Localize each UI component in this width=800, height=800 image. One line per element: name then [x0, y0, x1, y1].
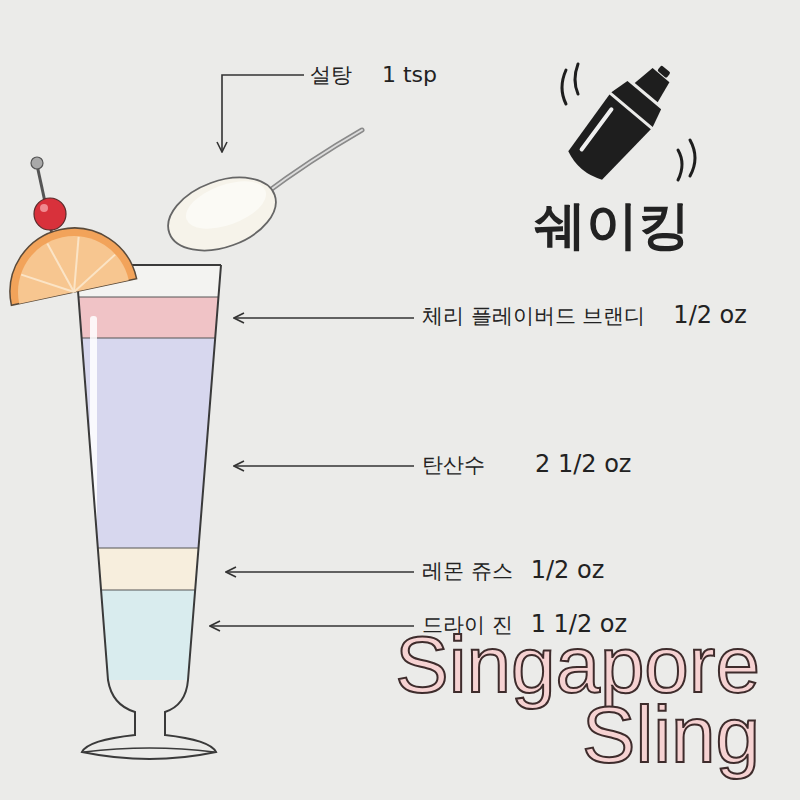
ingredient-name: 레몬 쥬스 [422, 559, 513, 583]
leader-arrow [210, 625, 414, 627]
label-row: 체리 플레이버드 브랜디 1/2 oz [422, 302, 747, 330]
layer-line [60, 590, 240, 591]
label-row: 레몬 쥬스 1/2 oz [422, 557, 604, 585]
glass-outline [76, 265, 221, 759]
spoon-handle-shine [262, 130, 362, 196]
orange-slice [0, 216, 137, 305]
amount: 1/2 oz [531, 557, 605, 585]
cherry-shine [40, 204, 48, 212]
layer-line [60, 548, 240, 549]
glass-foot [84, 748, 214, 752]
lemon-layer [60, 548, 240, 590]
orange-flesh [8, 226, 129, 304]
gin-layer [60, 590, 240, 685]
spoon-handle [262, 130, 362, 196]
layer-line [60, 297, 240, 298]
label-row: 탄산수 2 1/2 oz [422, 451, 631, 479]
brandy-layer [60, 297, 240, 338]
label-row: 쉐이킹 [534, 196, 690, 256]
amount: 2 1/2 oz [535, 451, 631, 479]
orange-segment [68, 255, 121, 292]
shaker-icon [561, 52, 687, 187]
layer-line [60, 338, 240, 339]
shake-mark [678, 150, 682, 180]
amount: 1/2 oz [673, 302, 747, 330]
orange-peel [0, 216, 137, 305]
shake-mark [575, 64, 578, 94]
shake-mark [690, 140, 695, 176]
leader-arrow [234, 465, 414, 467]
ingredient-name: 설탕 [310, 63, 352, 87]
sugar-heap [180, 172, 273, 238]
orange-segment [63, 237, 90, 292]
shaker-cap [635, 65, 673, 102]
leader-arrow [222, 75, 304, 152]
shake-mark [562, 70, 566, 104]
orange-segment [21, 265, 74, 302]
ingredient-name: 체리 플레이버드 브랜디 [422, 304, 645, 328]
drink-title: Singapore Sling [250, 630, 760, 771]
leader-arrow [234, 317, 414, 319]
spoon-bowl [158, 164, 286, 264]
glass-layers [60, 265, 240, 685]
pick-ball [31, 157, 43, 169]
amount: 1 tsp [382, 62, 437, 87]
label-row: 설탕 1 tsp [310, 62, 437, 87]
method-label: 쉐이킹 [534, 196, 690, 256]
orange-segment [47, 240, 74, 295]
cherry [34, 198, 66, 230]
ingredient-name: 탄산수 [422, 453, 485, 477]
shaker-shine [579, 109, 613, 149]
leader-arrow [226, 571, 414, 573]
shaker-knob [657, 65, 671, 78]
